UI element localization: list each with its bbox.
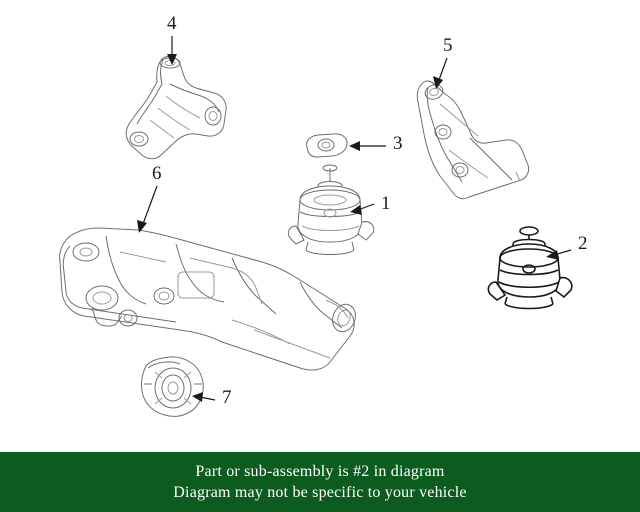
callout-label-6: 6 <box>152 163 162 184</box>
footer-part-assembly-text: Part or sub-assembly is #2 in diagram <box>195 463 445 480</box>
part-2-engine-mount-highlighted[interactable] <box>487 226 573 310</box>
part-5-right-engine-bracket[interactable] <box>416 80 530 200</box>
diagram-area: 1 2 3 4 5 6 7 <box>59 13 588 417</box>
callout-leaders <box>137 36 572 402</box>
callout-label-7: 7 <box>222 387 232 408</box>
callout-label-3: 3 <box>393 133 403 154</box>
part-4-left-engine-bracket[interactable] <box>125 55 227 160</box>
part-7-transmission-mount-bushing[interactable] <box>141 356 204 417</box>
part-3-mount-plate[interactable] <box>306 133 348 158</box>
callout-label-4: 4 <box>167 13 177 34</box>
part-1-engine-mount-assembly[interactable] <box>287 164 375 255</box>
parts-diagram-illustration <box>59 36 573 417</box>
callout-label-1: 1 <box>381 193 391 214</box>
callout-label-2: 2 <box>578 233 588 254</box>
callout-label-5: 5 <box>443 35 453 56</box>
diagram-footer-banner: Part or sub-assembly is #2 in diagram Di… <box>0 452 640 512</box>
footer-disclaimer-text: Diagram may not be specific to your vehi… <box>173 484 467 501</box>
part-6-front-axle-support[interactable] <box>59 227 359 371</box>
